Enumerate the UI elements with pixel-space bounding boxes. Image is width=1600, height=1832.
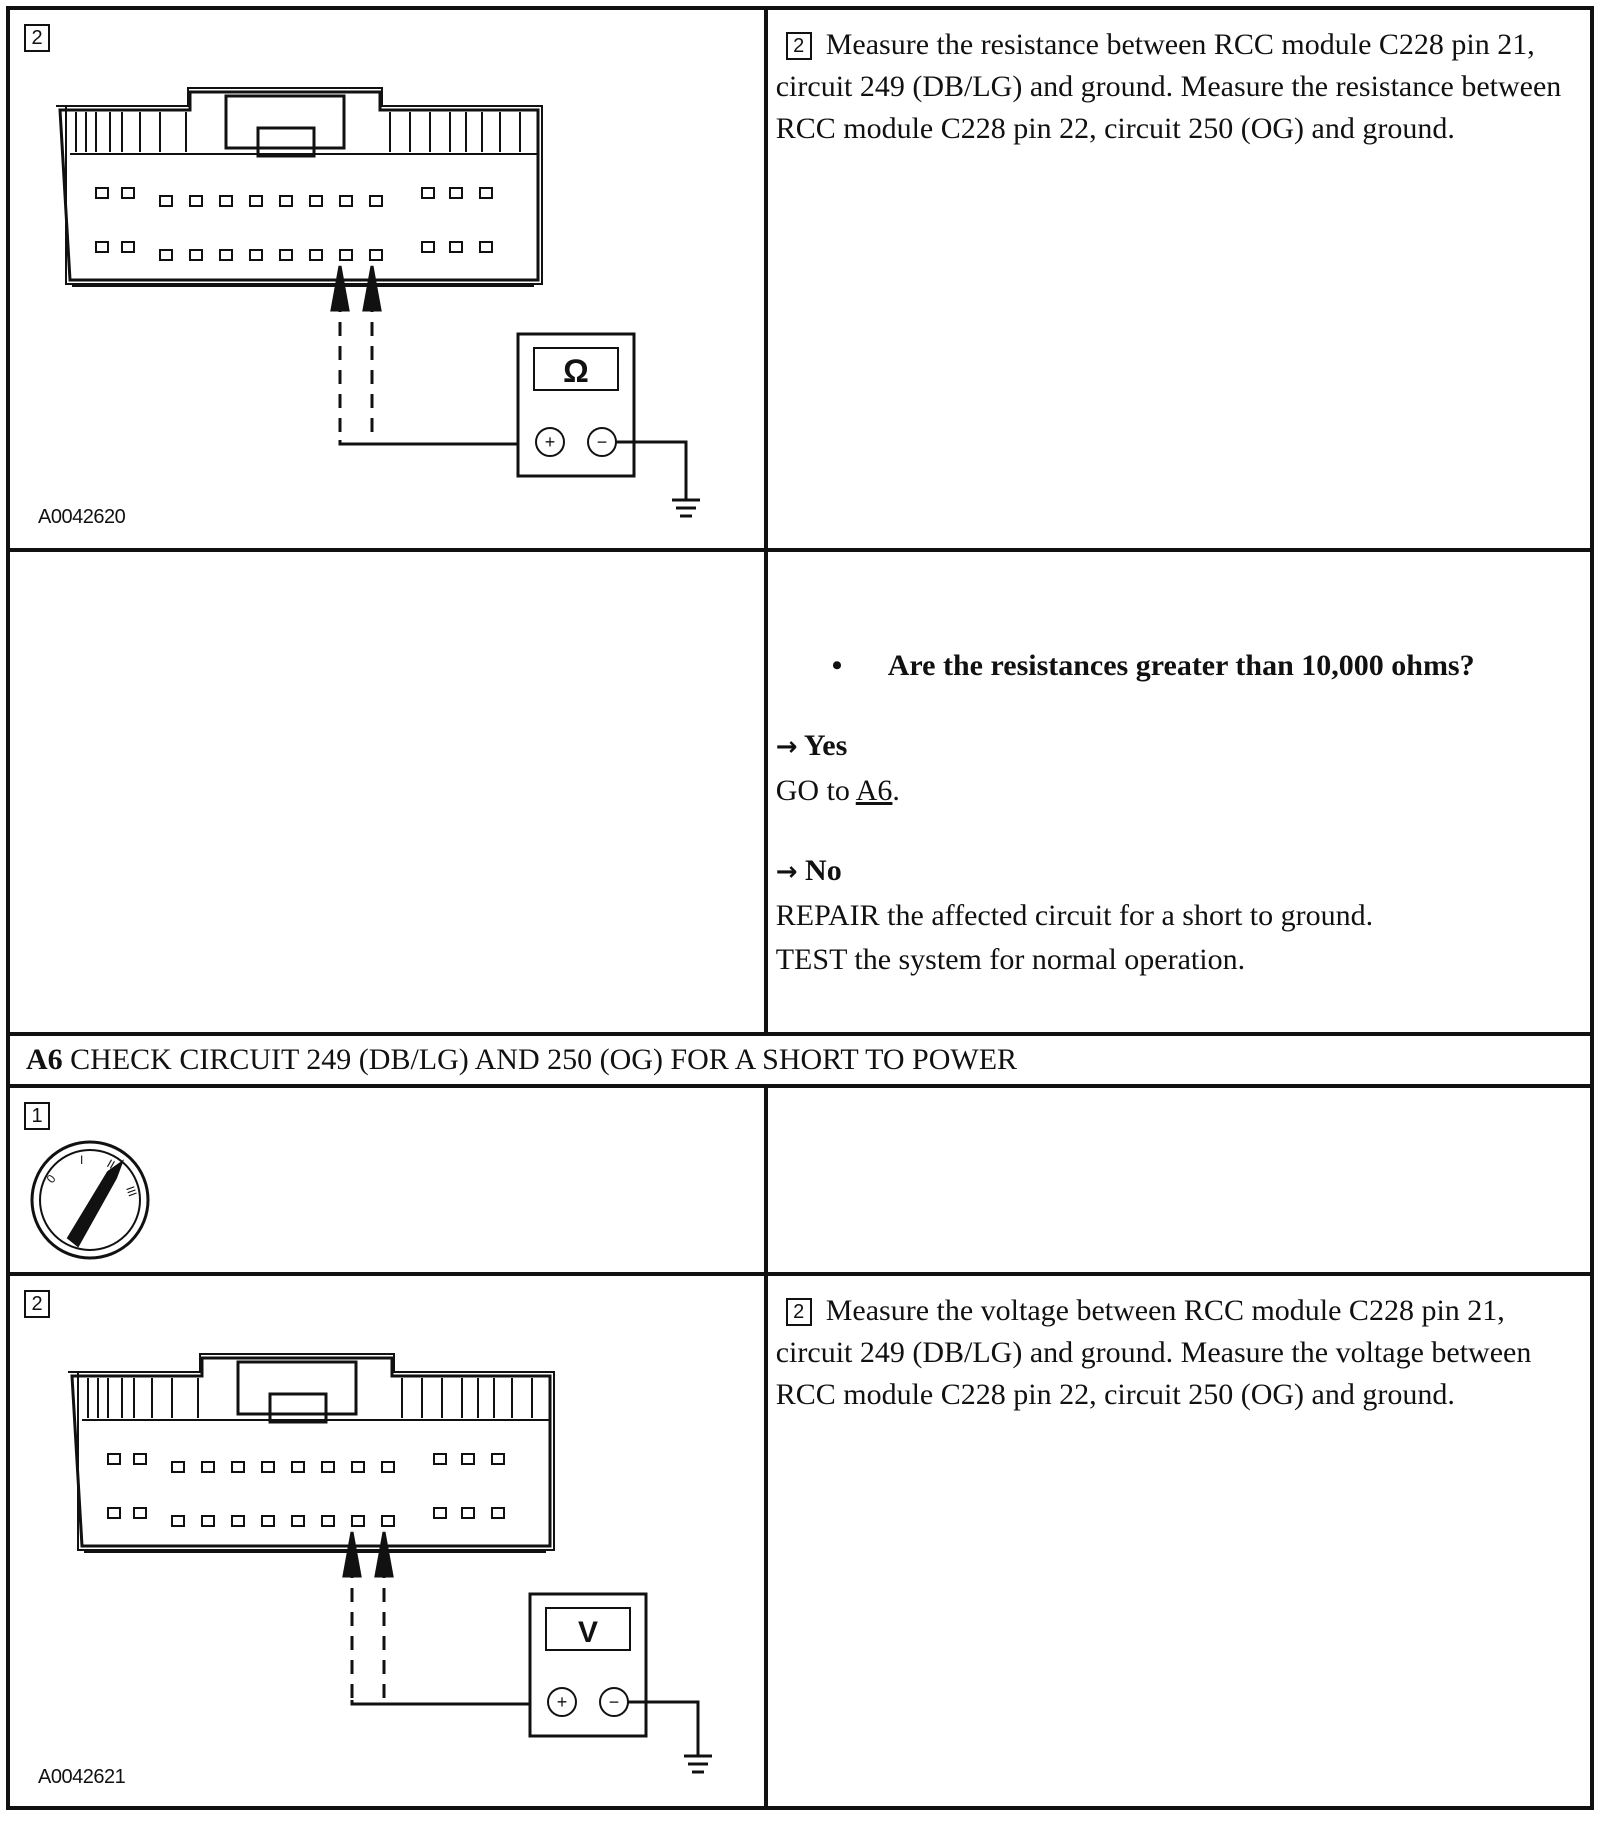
connector-voltmeter-diagram: V + −: [68, 1353, 712, 1774]
instruction-body: Measure the resistance between RCC modul…: [775, 28, 1562, 145]
figure-code: A0042620: [38, 506, 126, 528]
no-text-1: REPAIR the affected circuit for a short …: [775, 899, 1374, 932]
meter-symbol: V: [578, 1616, 598, 1649]
ignition-key-diagram: 0 I II III: [30, 1140, 150, 1260]
no-text-2: TEST the system for normal operation.: [775, 943, 1246, 976]
key-label-3: III: [123, 1184, 140, 1198]
section-title: CHECK CIRCUIT 249 (DB/LG) AND 250 (OG) F…: [70, 1043, 1018, 1076]
procedure-table: 2: [6, 6, 1595, 1810]
figure-step-number: 1: [24, 1102, 50, 1130]
key-label-1: I: [80, 1153, 83, 1167]
yes-label: Yes: [803, 729, 848, 762]
connector-pins: [95, 187, 493, 261]
decision-cell: • Are the resistances greater than 10,00…: [763, 548, 1595, 1036]
connector-pins: [107, 1453, 505, 1527]
answer-no: → No REPAIR the affected circuit for a s…: [776, 849, 1582, 982]
section-id: A6: [26, 1043, 63, 1076]
step-row-resistance: 2: [6, 6, 1595, 552]
no-label: No: [805, 854, 842, 887]
goto-a6-link[interactable]: A6: [855, 774, 893, 807]
instruction-step-number: 2: [785, 1298, 812, 1326]
figure-cell-resistance: 2: [6, 6, 768, 552]
step-row-voltage: 2: [6, 1272, 1595, 1810]
section-heading-row: A6 CHECK CIRCUIT 249 (DB/LG) AND 250 (OG…: [6, 1032, 1594, 1088]
yes-text: GO to: [775, 774, 856, 807]
voltmeter-icon: V + −: [528, 1592, 700, 1756]
answer-yes: → Yes GO to A6.: [776, 724, 1582, 813]
question-bullet: • Are the resistances greater than 10,00…: [776, 644, 1582, 688]
figure-cell-voltage: 2: [6, 1272, 768, 1810]
svg-text:+: +: [545, 432, 556, 452]
svg-text:−: −: [609, 1692, 620, 1712]
connector-ohmmeter-diagram: Ω + −: [56, 87, 700, 518]
figure-cell-ignition: 1 0 I II III: [6, 1084, 768, 1276]
decision-row: • Are the resistances greater than 10,00…: [6, 548, 1595, 1036]
key-label-0: 0: [44, 1172, 59, 1186]
arrow-right-icon: →: [775, 857, 798, 887]
figure-code: A0042621: [38, 1766, 126, 1788]
ground-icon: [672, 498, 700, 518]
figure-step-number: 2: [24, 24, 50, 52]
probe-leads: [342, 1531, 530, 1706]
svg-text:−: −: [597, 432, 608, 452]
procedure-page: 2: [6, 6, 1595, 1826]
section-heading: A6 CHECK CIRCUIT 249 (DB/LG) AND 250 (OG…: [6, 1032, 1594, 1088]
connector-icon: [68, 1353, 555, 1553]
step-row-ignition: 1 0 I II III: [6, 1084, 1595, 1276]
ignition-switch-icon: 0 I II III: [30, 1140, 150, 1260]
instruction-cell-ignition: [763, 1084, 1595, 1276]
empty-figure-cell: [6, 548, 768, 1036]
instruction-step-number: 2: [785, 32, 812, 60]
svg-text:+: +: [557, 1692, 568, 1712]
connector-icon: [56, 87, 543, 287]
ground-icon: [684, 1754, 712, 1774]
probe-leads: [330, 265, 518, 446]
instruction-body: Measure the voltage between RCC module C…: [775, 1294, 1532, 1411]
ohmmeter-icon: Ω + −: [516, 332, 688, 500]
meter-symbol: Ω: [563, 353, 589, 389]
yes-suffix: .: [892, 774, 900, 807]
question-text: Are the resistances greater than 10,000 …: [887, 649, 1475, 682]
arrow-right-icon: →: [775, 732, 798, 762]
figure-step-number: 2: [24, 1290, 50, 1318]
